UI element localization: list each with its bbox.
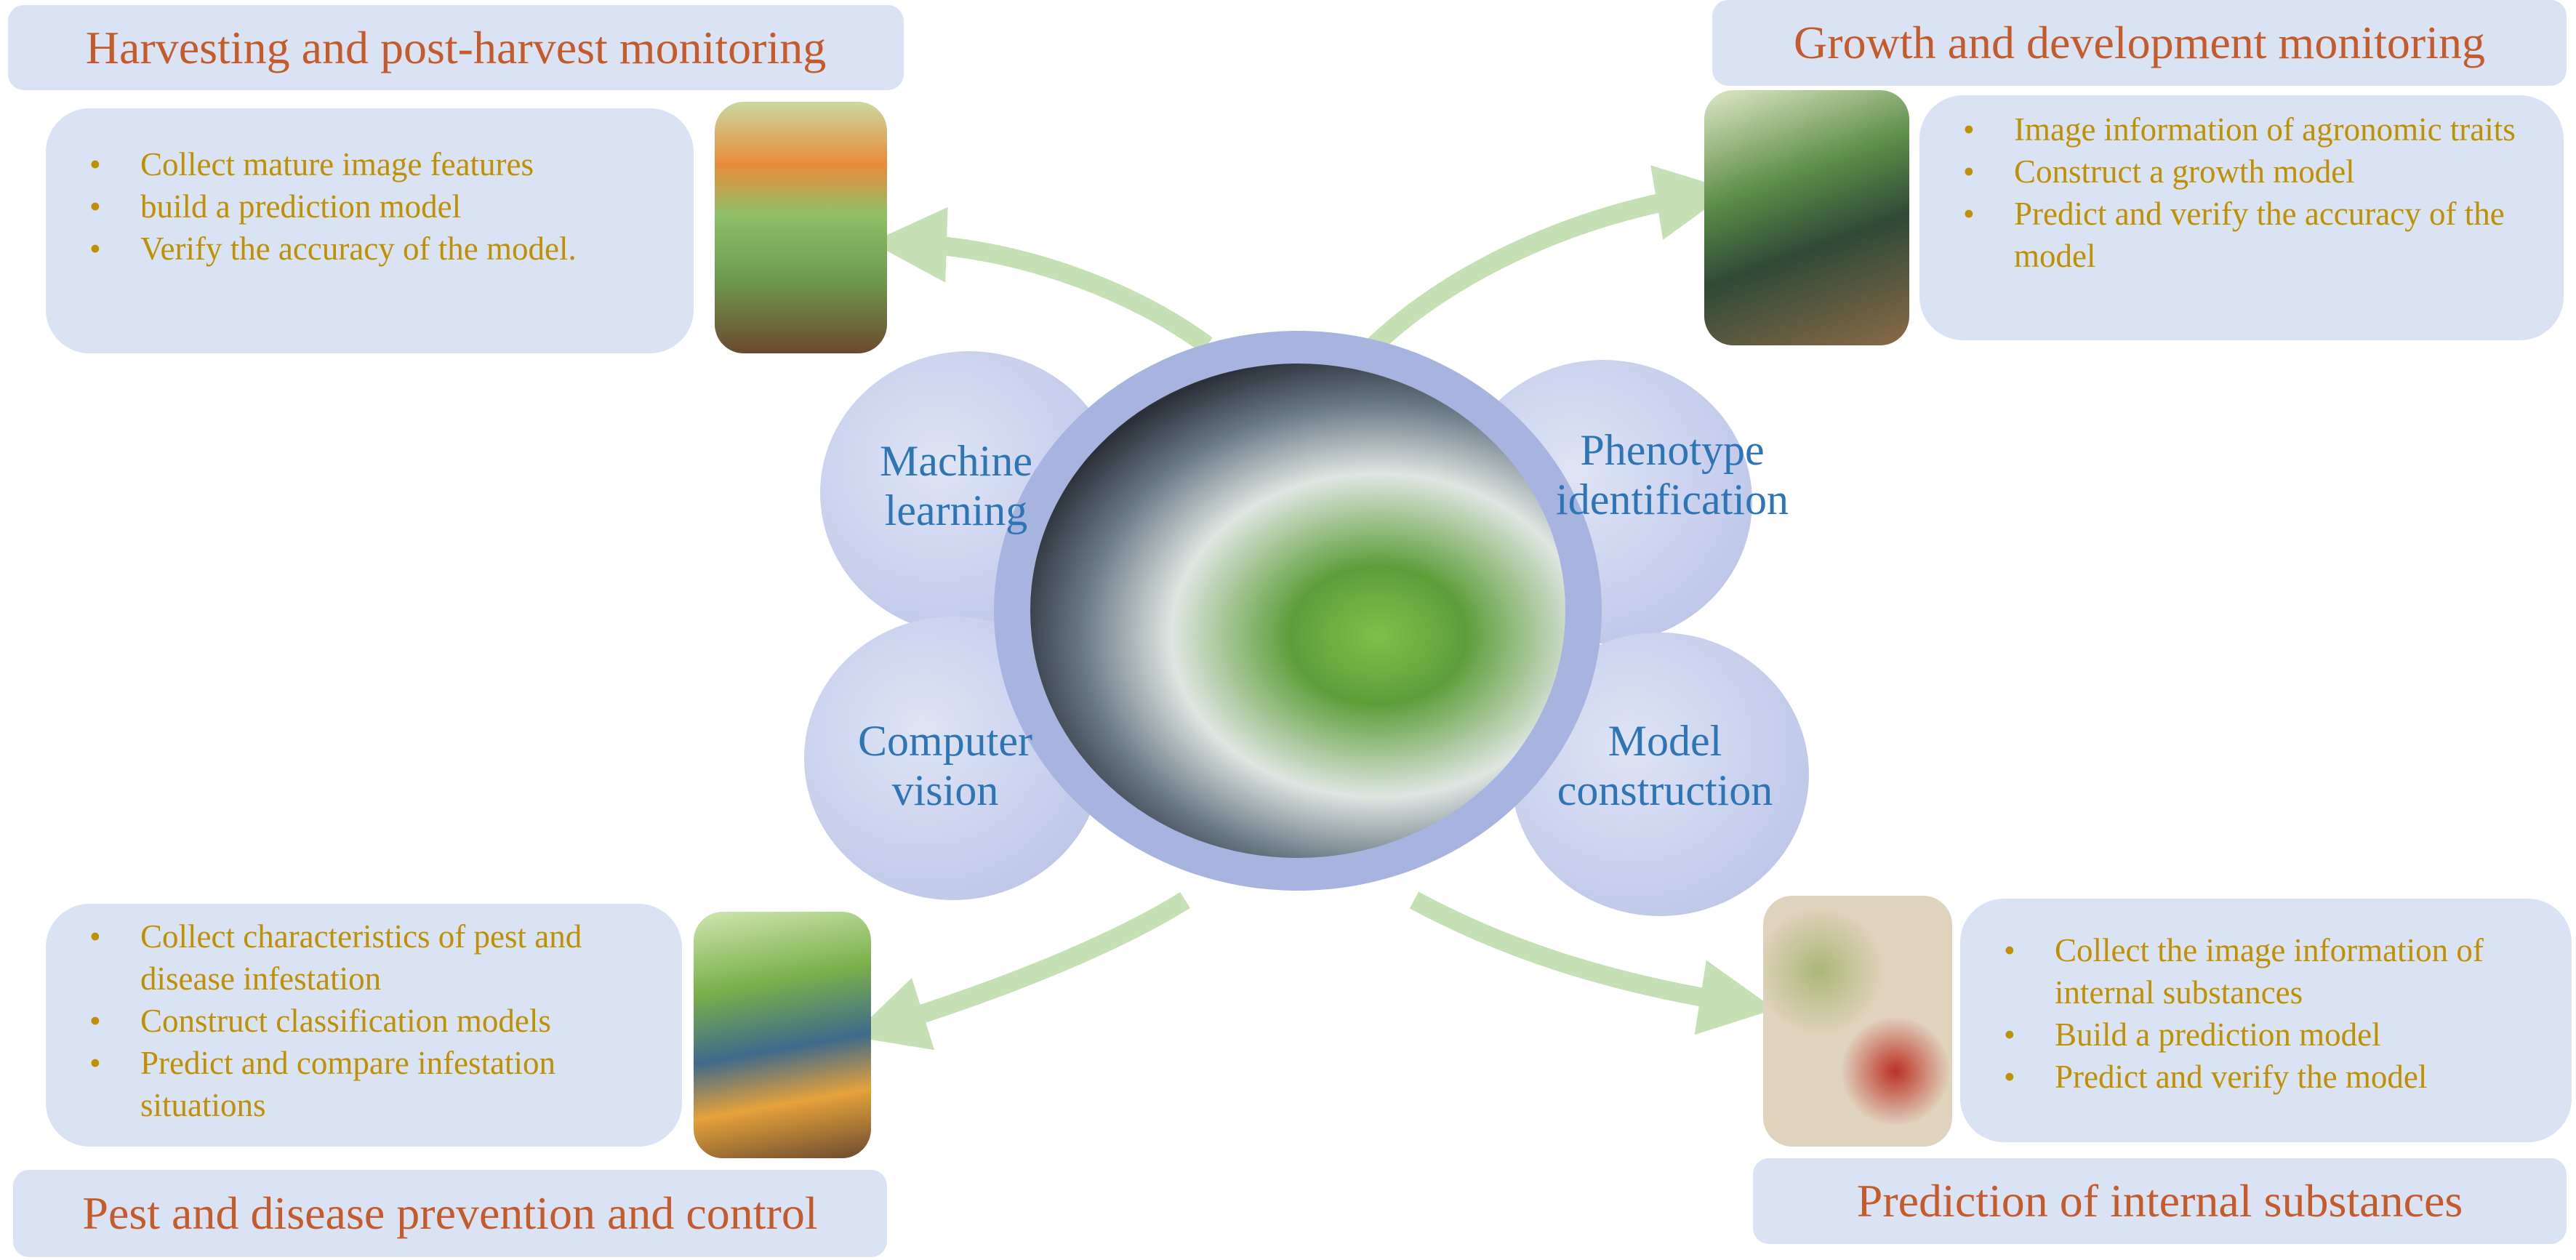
arrow-to-growth [1368, 165, 1732, 353]
title-internal: Prediction of internal substances [1753, 1158, 2567, 1244]
list-item: Construct classification models [89, 1000, 682, 1042]
list-item: Collect characteristics of pest and dise… [89, 915, 682, 1000]
label-line: Machine [880, 437, 1032, 485]
label-line: Model [1608, 717, 1722, 765]
list-item: Predict and verify the accuracy of the m… [1963, 193, 2564, 277]
list-item: Collect the image information of interna… [2004, 929, 2572, 1014]
arrow-to-harvest [871, 206, 1213, 353]
farmer-spraying-image [694, 912, 871, 1158]
label-line: construction [1557, 766, 1773, 814]
label-phenotype: Phenotype identification [1527, 425, 1818, 524]
label-computer-vision: Computer vision [836, 716, 1054, 815]
title-harvest: Harvesting and post-harvest monitoring [8, 5, 904, 90]
label-line: Phenotype [1580, 426, 1765, 474]
panel-harvest: Collect mature image features build a pr… [46, 108, 694, 353]
panel-growth: Image information of agronomic traits Co… [1919, 95, 2564, 340]
list-item: Construct a growth model [1963, 151, 2564, 193]
list-item: Verify the accuracy of the model. [89, 228, 694, 270]
list-item: Predict and compare infestation situatio… [89, 1042, 682, 1126]
greenhouse-monitor-image [1704, 90, 1909, 345]
label-line: identification [1556, 475, 1789, 523]
label-line: learning [884, 486, 1028, 534]
title-pest: Pest and disease prevention and control [13, 1170, 887, 1257]
label-line: vision [891, 766, 999, 814]
label-line: Computer [858, 717, 1032, 765]
list-item: Collect mature image features [89, 143, 694, 185]
label-model-construction: Model construction [1527, 716, 1803, 815]
list-item: Image information of agronomic traits [1963, 108, 2564, 151]
panel-pest: Collect characteristics of pest and dise… [46, 904, 682, 1147]
list-item: build a prediction model [89, 185, 694, 228]
label-machine-learning: Machine learning [851, 436, 1062, 535]
arrow-to-pest [851, 891, 1190, 1051]
vegetable-cross-section-image [1763, 896, 1952, 1147]
lab-camera-image [1030, 364, 1565, 858]
arrow-to-internal [1409, 891, 1775, 1035]
panel-internal: Collect the image information of interna… [1960, 899, 2572, 1142]
list-item: Build a prediction model [2004, 1014, 2572, 1056]
list-item: Predict and verify the model [2004, 1056, 2572, 1098]
center-circle [994, 331, 1602, 891]
title-growth: Growth and development monitoring [1712, 0, 2567, 86]
cabbage-image [715, 102, 887, 353]
